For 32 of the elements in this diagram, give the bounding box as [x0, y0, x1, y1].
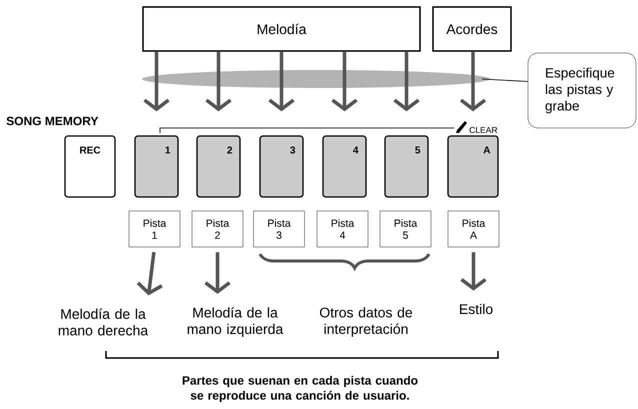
- part-box: Acordes: [432, 6, 512, 52]
- callout-box: Especifique las pistas y grabe: [528, 52, 636, 128]
- caption: Partes que suenan en cada pista cuando se reproduce una canción de usuario.: [182, 376, 418, 402]
- arrow: [205, 52, 232, 112]
- track-button: 5: [384, 135, 429, 198]
- part-description: Melodía de la mano izquierda: [188, 307, 284, 337]
- track-button: 1: [134, 135, 179, 198]
- arrow: [268, 52, 295, 112]
- arrow: [460, 52, 486, 112]
- track-label-box: Pista 4: [316, 210, 368, 248]
- clear-label: CLEAR: [470, 127, 498, 133]
- part-box: Melodía: [142, 6, 421, 52]
- track-label-box: Pista 3: [253, 210, 305, 248]
- arrow: [204, 252, 231, 294]
- arrow: [143, 52, 170, 112]
- track-button: 2: [196, 135, 241, 198]
- track-button: 4: [322, 135, 367, 198]
- part-description: Estilo: [460, 304, 493, 314]
- arrow: [460, 252, 487, 291]
- arrow: [136, 252, 163, 296]
- arrow: [393, 52, 420, 112]
- track-label-box: Pista 2: [192, 210, 244, 248]
- track-label-box: Pista 5: [380, 210, 432, 248]
- section-label: SONG MEMORY: [6, 116, 98, 126]
- track-label-box: Pista A: [448, 210, 500, 248]
- track-button: REC: [64, 135, 116, 198]
- track-button: A: [447, 135, 499, 198]
- track-button: 3: [259, 135, 304, 198]
- arrow: [331, 52, 358, 112]
- part-description: Melodía de la mano derecha: [58, 308, 148, 336]
- track-label-box: Pista 1: [128, 210, 180, 248]
- part-description: Otros datos de interpretación: [320, 307, 412, 337]
